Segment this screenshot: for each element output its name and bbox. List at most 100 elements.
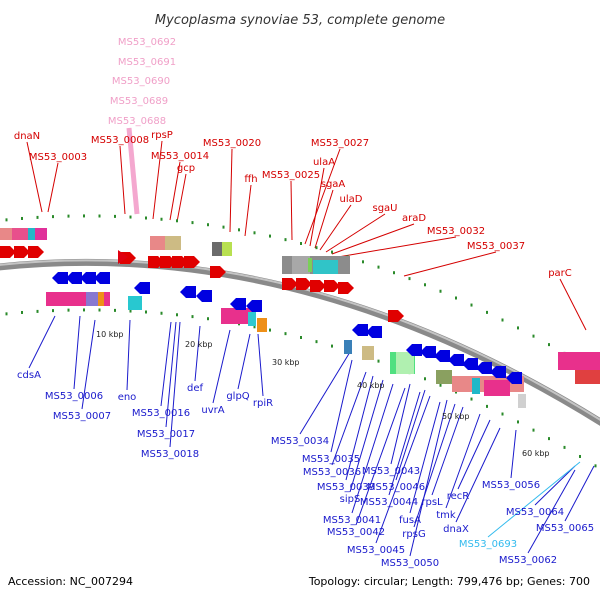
gene-label-gcp: gcp [177, 163, 195, 174]
gene-label-ms53-0034: MS53_0034 [271, 436, 329, 447]
outer-tick [517, 326, 519, 330]
leader-line-ms53-0014 [169, 161, 181, 221]
forward-gene-arrow [324, 280, 340, 292]
leader-line-parc [559, 278, 587, 331]
outer-tick [191, 221, 194, 225]
outer-tick [36, 215, 39, 219]
leader-line-ms53-0050 [409, 399, 448, 557]
leader-line-glpq [237, 333, 251, 390]
reverse-gene-arrow [490, 366, 506, 378]
reverse-gene-arrow [352, 324, 368, 336]
gene-label-sgau: sgaU [372, 203, 397, 214]
leader-line-ms53-0007 [81, 319, 96, 410]
leader-line-recr [457, 419, 491, 490]
tick-label-60-kbp: 60 kbp [522, 449, 550, 458]
gene-label-tmk: tmk [436, 510, 456, 521]
gene-label-ms53-0050: MS53_0050 [381, 558, 439, 569]
leader-line-ms53-0062 [527, 469, 576, 554]
gene-block [308, 258, 312, 272]
outer-tick [145, 216, 147, 220]
map-title: Mycoplasma synoviae 53, complete genome [155, 13, 445, 28]
gene-label-sgaa: sgaA [321, 179, 346, 190]
gene-label-ms53-0045: MS53_0045 [347, 545, 405, 556]
reverse-gene-arrow [134, 282, 150, 294]
gene-label-ms53-0014: MS53_0014 [151, 151, 209, 162]
forward-gene-arrow [28, 246, 44, 258]
gene-block [257, 318, 267, 332]
inner-tick [470, 397, 473, 401]
outer-tick [501, 318, 504, 322]
leader-line-ulaa [309, 167, 325, 247]
leader-line-dnan [26, 141, 43, 213]
gene-block [12, 228, 30, 240]
gene-label-ms53-0039: MS53_0039 [317, 482, 375, 493]
forward-gene-arrow [310, 280, 326, 292]
forward-gene-arrow [296, 278, 312, 290]
gene-label-ms53-0035: MS53_0035 [302, 454, 360, 465]
leader-line-sips [349, 379, 384, 493]
gene-label-ms53-0025: MS53_0025 [262, 170, 320, 181]
gene-block [484, 380, 510, 396]
gene-label-ms53-0691: MS53_0691 [118, 57, 176, 68]
gene-label-ms53-0036: MS53_0036 [303, 467, 361, 478]
leader-line-ffh [244, 184, 252, 237]
leader-line-fusa [409, 401, 441, 514]
outer-tick [393, 271, 395, 275]
leader-line-def [194, 325, 201, 382]
reverse-gene-arrow [196, 290, 212, 302]
inner-tick [160, 311, 163, 315]
outer-tick [98, 214, 101, 218]
outer-tick [207, 223, 209, 227]
gene-label-ms53-0032: MS53_0032 [427, 226, 485, 237]
gene-label-parc: parC [548, 268, 572, 279]
leader-line-ms53-0046 [395, 389, 426, 481]
tick-label-10-kbp: 10 kbp [96, 330, 124, 339]
outer-tick [21, 216, 23, 220]
leader-line-ms53-0032 [337, 236, 457, 258]
inner-tick [548, 437, 550, 441]
forward-gene-arrow [0, 246, 16, 258]
outer-tick [377, 265, 380, 269]
outer-tick [439, 289, 442, 293]
leader-line-ms53-0045 [375, 395, 431, 544]
leader-line-ms53-0042 [355, 387, 406, 526]
inner-tick [315, 340, 318, 344]
outer-tick [269, 234, 271, 238]
gene-block [558, 352, 600, 370]
leader-line-ms53-0043 [390, 383, 411, 465]
inner-tick [284, 332, 287, 336]
inner-tick [67, 308, 70, 312]
inner-tick [501, 412, 504, 416]
gene-label-ms53-0062: MS53_0062 [499, 555, 557, 566]
gene-block [575, 370, 600, 384]
reverse-gene-arrow [94, 272, 110, 284]
leader-line-ms53-0065 [564, 465, 595, 522]
gene-label-recr: recR [447, 491, 470, 502]
outer-tick [284, 238, 287, 242]
gene-block [221, 308, 255, 324]
leader-line-ms53-0044 [388, 391, 421, 496]
leader-line-ms53-0008 [119, 145, 126, 215]
leader-line-rpsp [152, 140, 163, 220]
leader-line-ms53-0020 [229, 148, 233, 233]
gene-block [28, 228, 36, 240]
inner-tick [439, 383, 442, 387]
reverse-gene-arrow [230, 298, 246, 310]
inner-tick [253, 325, 256, 329]
gene-label-ms53-0041: MS53_0041 [323, 515, 381, 526]
outer-tick [160, 217, 163, 221]
leader-line-uvra [212, 329, 231, 404]
outer-tick [362, 260, 364, 264]
gene-label-ms53-0037: MS53_0037 [467, 241, 525, 252]
leader-line-dnax [455, 427, 501, 523]
gene-features [0, 228, 600, 408]
inner-tick [486, 404, 488, 408]
reverse-gene-arrow [420, 346, 436, 358]
gene-label-ms53-0046: MS53_0046 [367, 482, 425, 493]
leader-line-ms53-0037 [403, 251, 497, 277]
gene-block [313, 260, 338, 274]
reverse-gene-arrow [66, 272, 82, 284]
gene-label-rpsp: rpsP [151, 130, 173, 141]
leader-line-ms53-0693 [487, 461, 581, 538]
